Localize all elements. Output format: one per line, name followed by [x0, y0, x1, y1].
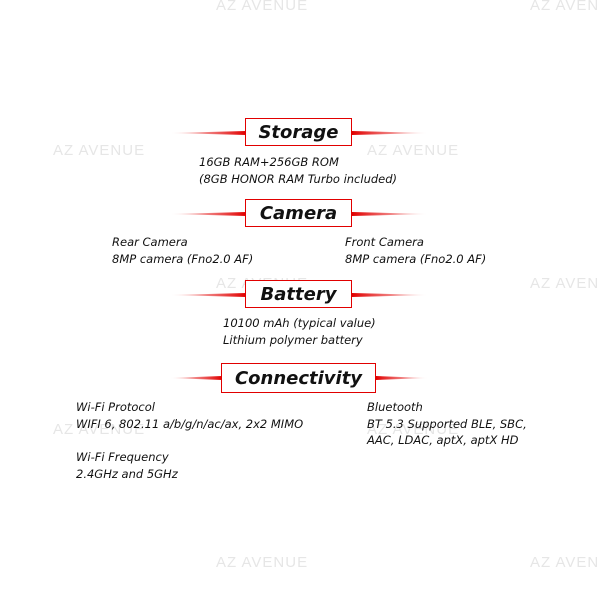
bluetooth-line: AAC, LDAC, aptX, aptX HD [367, 433, 519, 447]
header-rule-left [170, 131, 246, 135]
battery-header: Battery [0, 280, 600, 310]
watermark: AZ AVENUE [367, 142, 460, 159]
bluetooth-label: Bluetooth [367, 400, 423, 414]
wifi-frequency-label: Wi-Fi Frequency [76, 450, 169, 464]
watermark: AZ AVENUE [530, 0, 600, 14]
watermark: AZ AVENUE [216, 554, 309, 571]
bluetooth-details: Bluetooth BT 5.3 Supported BLE, SBC, AAC… [367, 399, 527, 449]
wifi-protocol-value: WIFI 6, 802.11 a/b/g/n/ac/ax, 2x2 MIMO [76, 416, 304, 431]
camera-header: Camera [0, 199, 600, 229]
header-rule-left [170, 376, 222, 380]
header-rule-left [170, 212, 246, 216]
battery-details: 10100 mAh (typical value) Lithium polyme… [223, 315, 376, 348]
storage-header: Storage [0, 118, 600, 148]
wifi-protocol-details: Wi-Fi Protocol WIFI 6, 802.11 a/b/g/n/ac… [76, 399, 303, 432]
battery-line: 10100 mAh (typical value) [223, 316, 376, 330]
connectivity-title: Connectivity [221, 363, 376, 393]
wifi-frequency-details: Wi-Fi Frequency 2.4GHz and 5GHz [76, 449, 178, 482]
battery-line: Lithium polymer battery [223, 332, 363, 347]
watermark: AZ AVENUE [53, 421, 146, 438]
front-camera-label: Front Camera [345, 235, 424, 249]
header-rule-right [352, 131, 428, 135]
watermark: AZ AVENUE [530, 554, 600, 571]
storage-title: Storage [245, 118, 352, 146]
front-camera-value: 8MP camera (Fno2.0 AF) [345, 251, 487, 266]
header-rule-left [170, 293, 246, 297]
watermark: AZ AVENUE [530, 275, 600, 292]
connectivity-header: Connectivity [0, 363, 600, 393]
watermark: AZ AVENUE [53, 142, 146, 159]
camera-title: Camera [245, 199, 352, 227]
storage-details: 16GB RAM+256GB ROM (8GB HONOR RAM Turbo … [199, 154, 397, 187]
bluetooth-line: BT 5.3 Supported BLE, SBC, [367, 416, 527, 431]
storage-line: 16GB RAM+256GB ROM [199, 155, 339, 169]
rear-camera-value: 8MP camera (Fno2.0 AF) [112, 251, 254, 266]
header-rule-right [376, 376, 428, 380]
rear-camera-details: Rear Camera 8MP camera (Fno2.0 AF) [112, 234, 253, 267]
header-rule-right [352, 212, 428, 216]
storage-line: (8GB HONOR RAM Turbo included) [199, 171, 398, 186]
battery-title: Battery [245, 280, 352, 308]
watermark: AZ AVENUE [216, 0, 309, 14]
rear-camera-label: Rear Camera [112, 235, 188, 249]
wifi-protocol-label: Wi-Fi Protocol [76, 400, 155, 414]
wifi-frequency-value: 2.4GHz and 5GHz [76, 466, 178, 481]
watermark: AZ AVENUE [367, 421, 460, 438]
front-camera-details: Front Camera 8MP camera (Fno2.0 AF) [345, 234, 486, 267]
header-rule-right [352, 293, 428, 297]
